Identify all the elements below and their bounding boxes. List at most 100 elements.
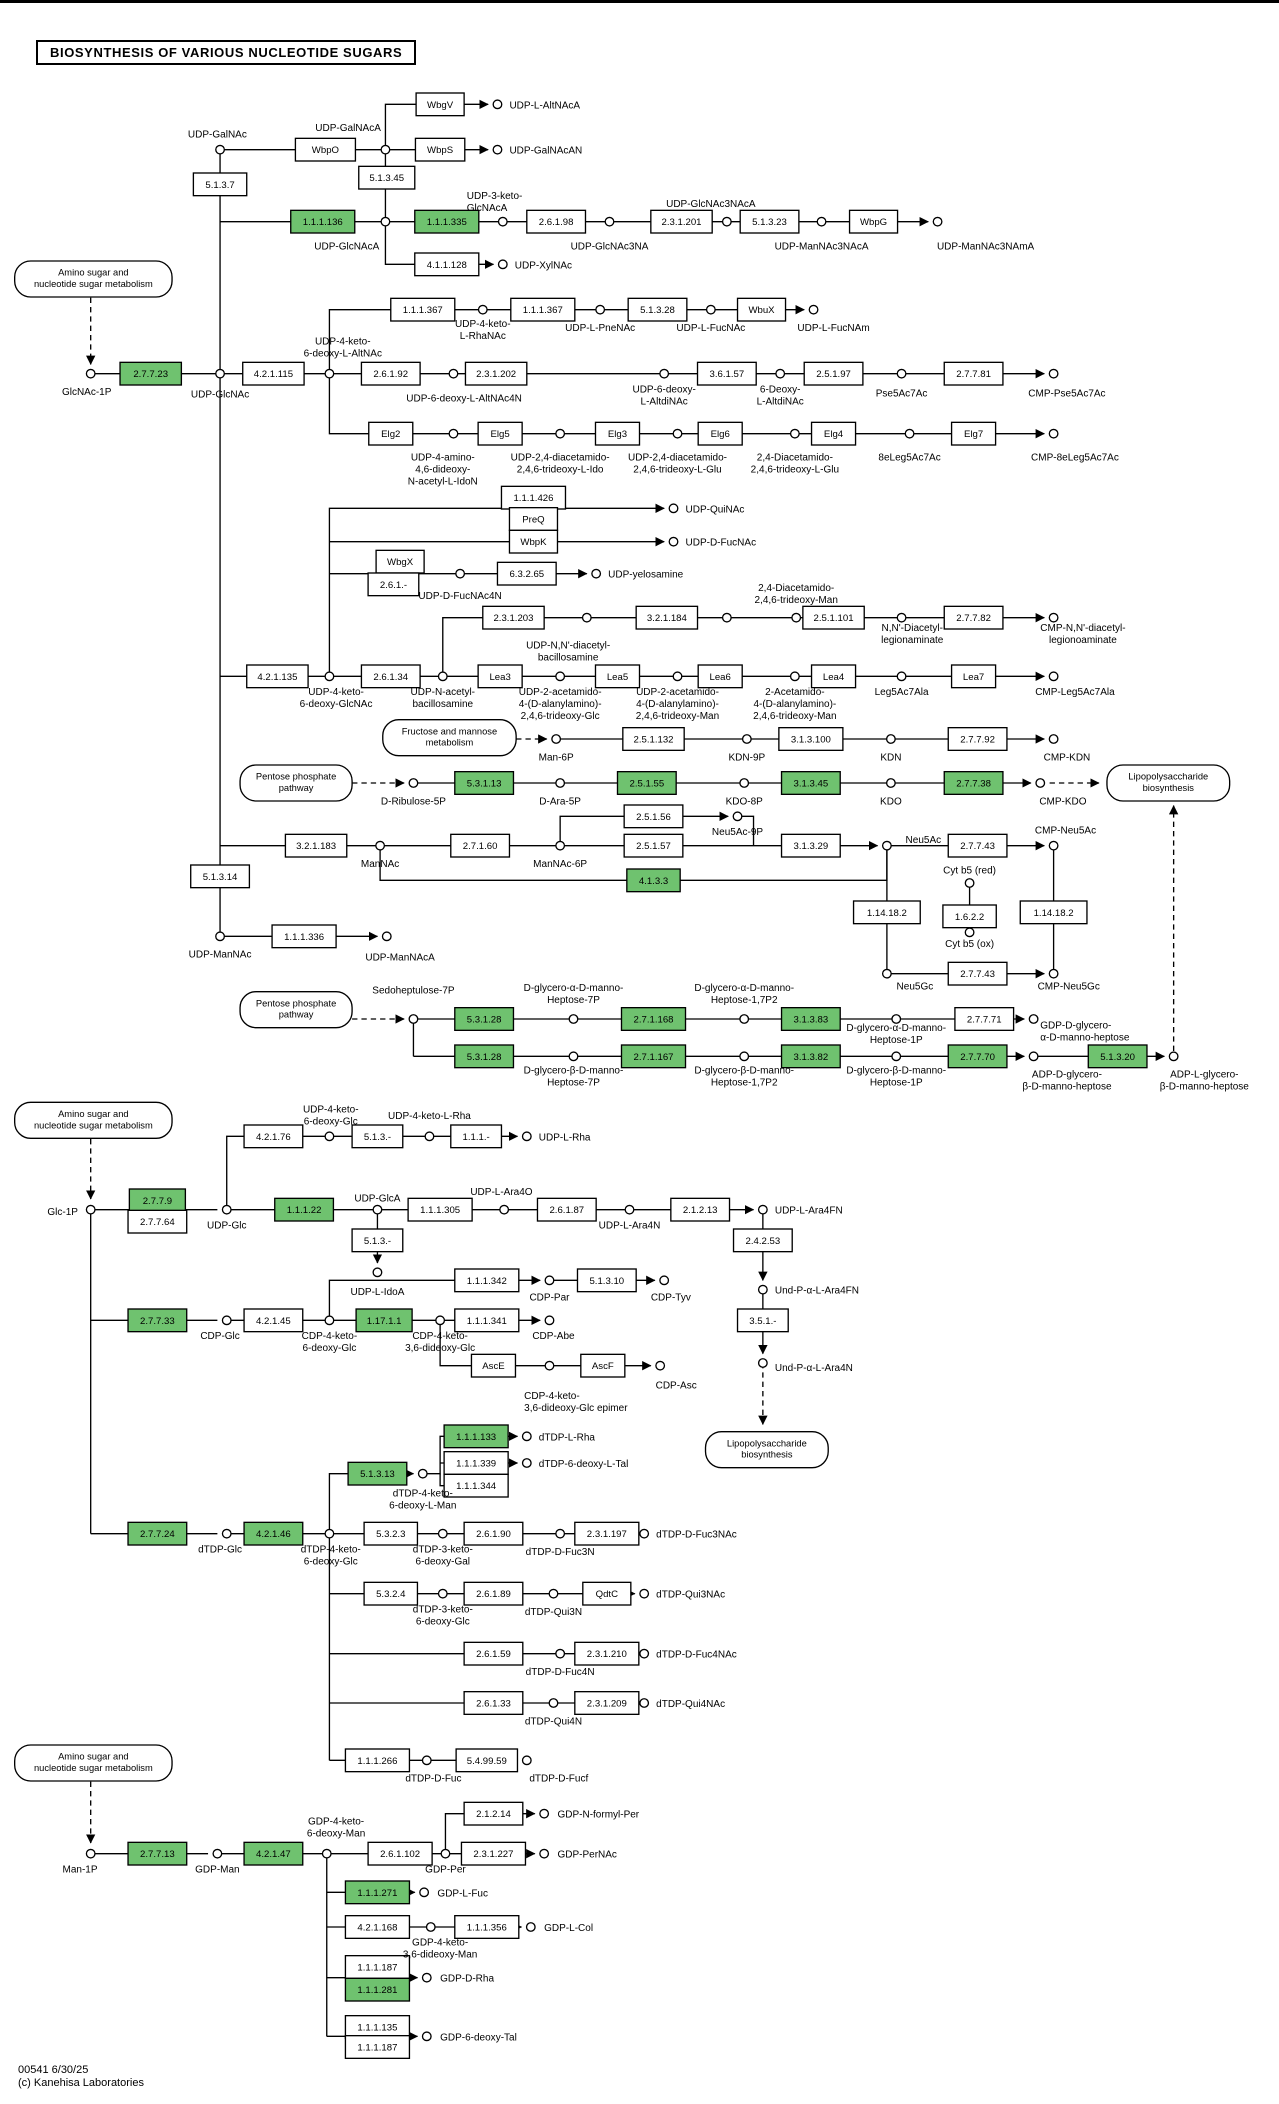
compound-node[interactable]	[789, 671, 800, 682]
compound-node[interactable]	[539, 1808, 550, 1819]
compound-node[interactable]	[881, 840, 892, 851]
enzyme-box-2.7.7.24[interactable]: 2.7.7.24	[127, 1521, 188, 1546]
enzyme-box-3.1.3.29[interactable]: 3.1.3.29	[780, 833, 841, 858]
enzyme-box-1.1.1.271[interactable]: 1.1.1.271	[344, 1880, 411, 1905]
enzyme-box-5.3.1.28[interactable]: 5.3.1.28	[454, 1007, 515, 1031]
enzyme-box-5.1.3.-[interactable]: 5.1.3.-	[351, 1124, 404, 1149]
compound-node[interactable]	[659, 1275, 670, 1286]
enzyme-box-1.1.1.-[interactable]: 1.1.1.-	[450, 1124, 503, 1149]
enzyme-box-Elg3[interactable]: Elg3	[594, 421, 641, 446]
enzyme-box-1.14.18.2[interactable]: 1.14.18.2	[852, 900, 921, 925]
compound-node[interactable]	[497, 216, 508, 227]
compound-node[interactable]	[521, 1131, 532, 1142]
enzyme-box-2.6.1.92[interactable]: 2.6.1.92	[360, 361, 421, 386]
compound-node[interactable]	[1048, 428, 1059, 439]
compound-node[interactable]	[421, 2031, 432, 2042]
compound-node[interactable]	[721, 216, 732, 227]
compound-node[interactable]	[555, 778, 566, 788]
compound-node[interactable]	[757, 1284, 768, 1295]
compound-node[interactable]	[435, 1315, 446, 1326]
compound-node[interactable]	[1168, 1051, 1179, 1062]
enzyme-box-2.1.2.14[interactable]: 2.1.2.14	[463, 1801, 524, 1826]
enzyme-box-2.7.7.70[interactable]: 2.7.7.70	[947, 1044, 1008, 1069]
compound-node[interactable]	[775, 368, 786, 379]
compound-node[interactable]	[437, 1528, 448, 1539]
compound-node[interactable]	[555, 840, 566, 851]
compound-node[interactable]	[624, 1204, 635, 1215]
enzyme-box-5.3.1.28[interactable]: 5.3.1.28	[454, 1044, 515, 1069]
compound-node[interactable]	[539, 1848, 550, 1859]
enzyme-box-3.2.1.183[interactable]: 3.2.1.183	[284, 833, 348, 858]
compound-node[interactable]	[544, 1315, 555, 1326]
enzyme-box-4.2.1.135[interactable]: 4.2.1.135	[246, 664, 309, 689]
enzyme-box-1.1.1.356[interactable]: 1.1.1.356	[454, 1915, 520, 1939]
enzyme-box-1.1.1.426[interactable]: 1.1.1.426	[500, 485, 567, 510]
enzyme-box-2.1.2.13[interactable]: 2.1.2.13	[670, 1197, 731, 1222]
compound-node[interactable]	[896, 671, 907, 682]
compound-node[interactable]	[808, 304, 819, 315]
compound-node[interactable]	[1035, 778, 1046, 788]
compound-node[interactable]	[544, 1360, 555, 1371]
compound-node[interactable]	[477, 304, 488, 315]
compound-node[interactable]	[1048, 840, 1059, 851]
enzyme-box-WbpK[interactable]: WbpK	[508, 529, 559, 554]
enzyme-box-1.1.1.22[interactable]: 1.1.1.22	[274, 1197, 335, 1222]
enzyme-box-5.3.1.13[interactable]: 5.3.1.13	[454, 771, 515, 795]
compound-node[interactable]	[555, 428, 566, 439]
compound-node[interactable]	[816, 216, 827, 227]
compound-node[interactable]	[85, 1848, 96, 1859]
enzyme-box-1.1.1.305[interactable]: 1.1.1.305	[407, 1197, 473, 1222]
compound-node[interactable]	[757, 1358, 768, 1368]
enzyme-box-1.1.1.342[interactable]: 1.1.1.342	[454, 1268, 520, 1293]
compound-node[interactable]	[568, 1051, 579, 1062]
enzyme-box-5.1.3.14[interactable]: 5.1.3.14	[190, 864, 251, 889]
enzyme-box-2.6.1.102[interactable]: 2.6.1.102	[367, 1841, 433, 1866]
enzyme-box-4.2.1.115[interactable]: 4.2.1.115	[242, 361, 305, 386]
compound-node[interactable]	[437, 1588, 448, 1599]
compound-node[interactable]	[324, 1315, 335, 1326]
compound-node[interactable]	[215, 931, 225, 942]
compound-node[interactable]	[424, 1131, 435, 1142]
compound-node[interactable]	[1048, 734, 1059, 744]
compound-node[interactable]	[964, 878, 975, 888]
enzyme-box-2.7.7.43[interactable]: 2.7.7.43	[947, 961, 1008, 986]
enzyme-box-Elg5[interactable]: Elg5	[477, 421, 523, 446]
enzyme-box-2.5.1.97[interactable]: 2.5.1.97	[803, 361, 864, 386]
enzyme-box-2.6.1.-[interactable]: 2.6.1.-	[367, 572, 420, 597]
compound-node[interactable]	[885, 734, 896, 744]
enzyme-box-4.2.1.168[interactable]: 4.2.1.168	[344, 1915, 411, 1939]
compound-node[interactable]	[639, 1528, 650, 1539]
compound-node[interactable]	[421, 1755, 432, 1766]
enzyme-box-2.7.7.38[interactable]: 2.7.7.38	[943, 771, 1004, 795]
enzyme-box-2.7.1.167[interactable]: 2.7.1.167	[620, 1044, 687, 1069]
compound-node[interactable]	[455, 568, 466, 579]
enzyme-box-1.1.1.341[interactable]: 1.1.1.341	[454, 1308, 520, 1333]
compound-node[interactable]	[555, 1648, 566, 1659]
compound-node[interactable]	[492, 99, 503, 110]
compound-node[interactable]	[568, 1014, 579, 1024]
enzyme-box-PreQ[interactable]: PreQ	[508, 507, 559, 531]
compound-node[interactable]	[896, 612, 907, 623]
enzyme-box-1.1.1.336[interactable]: 1.1.1.336	[271, 924, 337, 949]
enzyme-box-4.2.1.76[interactable]: 4.2.1.76	[243, 1124, 304, 1149]
compound-node[interactable]	[544, 1275, 555, 1286]
enzyme-box-2.6.1.59[interactable]: 2.6.1.59	[463, 1641, 524, 1666]
compound-node[interactable]	[1048, 671, 1059, 682]
enzyme-box-2.7.7.23[interactable]: 2.7.7.23	[119, 361, 183, 386]
compound-node[interactable]	[380, 216, 391, 227]
compound-node[interactable]	[932, 216, 943, 227]
compound-node[interactable]	[655, 1360, 666, 1371]
enzyme-box-1.1.1.335[interactable]: 1.1.1.335	[414, 209, 480, 234]
enzyme-box-1.1.1.281[interactable]: 1.1.1.281	[344, 1977, 411, 2002]
compound-node[interactable]	[668, 503, 679, 514]
compound-node[interactable]	[372, 1204, 383, 1215]
compound-node[interactable]	[408, 778, 419, 788]
compound-node[interactable]	[437, 671, 448, 682]
compound-node[interactable]	[215, 368, 225, 379]
compound-node[interactable]	[499, 1204, 510, 1215]
compound-node[interactable]	[381, 931, 392, 942]
